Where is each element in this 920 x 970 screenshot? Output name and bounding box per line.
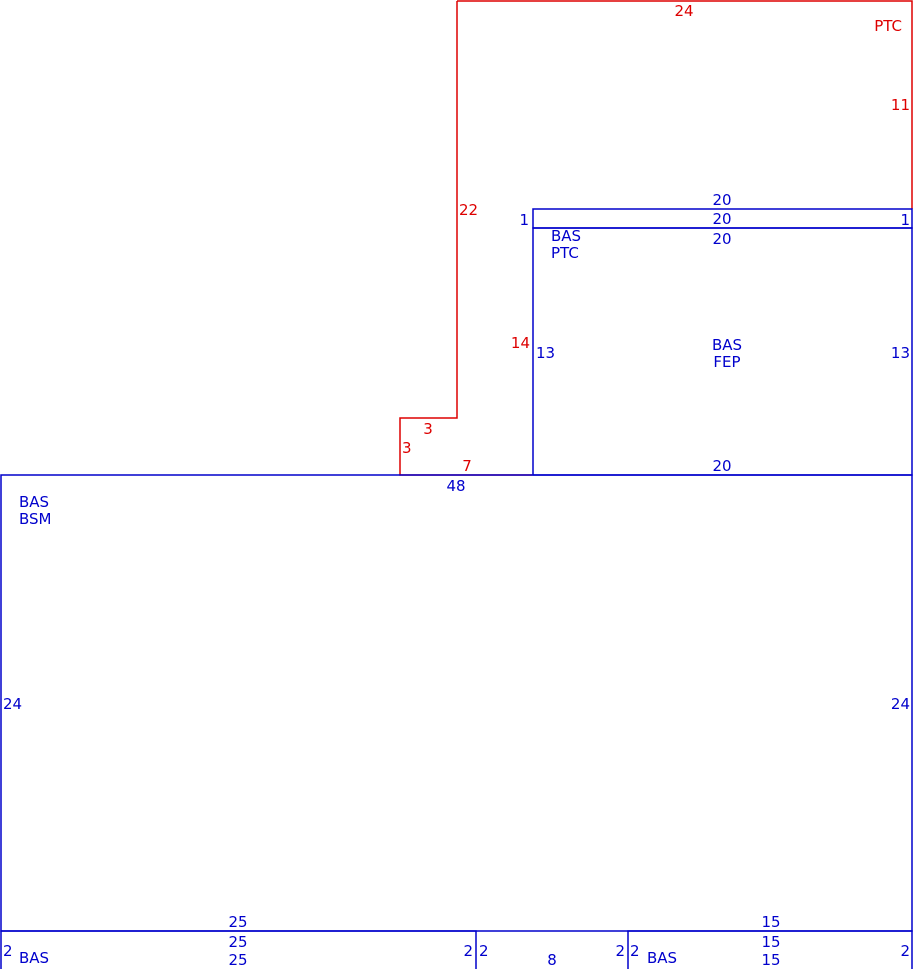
dimension-right-box-top: 15 [761,933,780,951]
dimension-fep-right: 13 [891,344,910,362]
bas-right-box-outline [627,930,913,969]
dimension-gap-left: 2 [479,942,489,960]
bas-left-box-outline [0,930,477,969]
dimension-right-box-bottom: 15 [761,951,780,969]
area-subcode-ptc-upper: PTC [874,17,902,35]
dimension-bsm-left: 24 [3,695,22,713]
area-subcode-bas-bsm: BSM [19,510,52,528]
dimension-left-box-top: 25 [228,933,247,951]
area-code-bas-right: BAS [647,949,677,967]
area-code-bas-fep: BAS [712,336,742,354]
dimension-strip-left: 1 [519,211,529,229]
dimension-ptc-left-lower: 14 [511,334,530,352]
dimension-ptc-right: 11 [891,96,910,114]
dimension-left-box-right: 2 [463,942,473,960]
dimension-ptc-bottom: 7 [462,457,472,475]
dimension-fep-left: 13 [536,344,555,362]
dimension-strip-bottom: 20 [712,210,731,228]
area-code-bas-left: BAS [19,949,49,967]
dimension-bsm-top: 48 [446,477,465,495]
dimension-bsm-bottom-left: 25 [228,913,247,931]
dimension-bsm-right: 24 [891,695,910,713]
area-subcode-bas-ptc: PTC [551,244,579,262]
dimension-strip-right: 1 [900,211,910,229]
area-code-bas-bsm: BAS [19,493,49,511]
dimension-bsm-bottom-right: 15 [761,913,780,931]
dimension-left-box-left: 2 [3,942,13,960]
dimension-ptc-left-upper: 22 [459,201,478,219]
dimension-ptc-top: 24 [674,2,693,20]
dimension-ptc-step-top: 3 [423,420,433,438]
dimension-ptc-step-side: 3 [402,439,412,457]
dimension-left-box-bottom: 25 [228,951,247,969]
dimension-right-box-right: 2 [900,942,910,960]
area-subcode-bas-fep: FEP [713,353,740,371]
dimension-gap-bottom: 8 [547,951,557,969]
ptc-outline [399,0,913,476]
dimension-fep-top: 20 [712,230,731,248]
dimension-gap-right: 2 [615,942,625,960]
dimension-strip-top: 20 [712,191,731,209]
area-code-bas-ptc: BAS [551,227,581,245]
dimension-right-box-left: 2 [630,942,640,960]
bas-bsm-outline [0,474,913,932]
dimension-fep-bottom: 20 [712,457,731,475]
